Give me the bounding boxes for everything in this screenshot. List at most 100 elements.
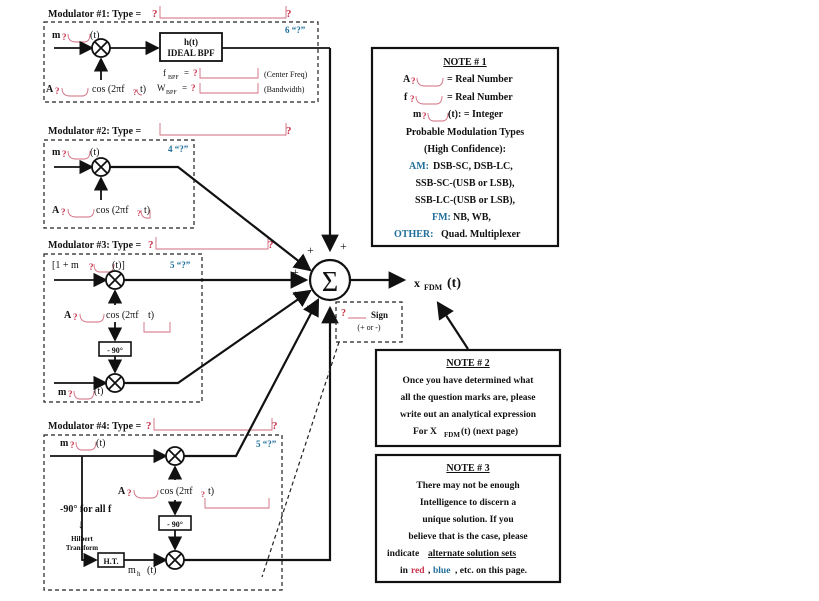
svg-text:?: ? [137, 209, 141, 218]
svg-text:FM:: FM: [432, 212, 451, 223]
multiplier-x-icon [108, 273, 122, 287]
svg-text:cos (2πf: cos (2πf [92, 84, 125, 95]
svg-text:- 90°: - 90° [107, 346, 123, 355]
note-3: NOTE # 3 There may not be enough Intelli… [374, 453, 562, 584]
svg-text:,: , [428, 566, 431, 576]
svg-text:t): t) [144, 205, 150, 216]
multiplier-x-icon [94, 41, 108, 55]
svg-text:BPF: BPF [168, 75, 179, 81]
fbpf-blank[interactable] [199, 68, 259, 79]
svg-text:?: ? [411, 76, 416, 86]
svg-text:?: ? [61, 207, 66, 217]
svg-text:?: ? [89, 262, 94, 272]
svg-text:H.T.: H.T. [104, 557, 119, 566]
modulator-4-count: 5 “?” [256, 439, 277, 449]
svg-text:=: = [182, 83, 187, 93]
svg-text:=: = [184, 68, 189, 78]
bpf-block [159, 32, 223, 62]
svg-text:(t): (t) [94, 386, 103, 397]
summer: Σ + + + + + x FDM (t) ? Sign (+ or -) [261, 239, 461, 578]
svg-text:?: ? [148, 239, 154, 251]
modulator-1-input-arg: (t) [90, 30, 99, 41]
modulator-3-count: 5 “?” [170, 260, 191, 270]
note-2-box [374, 348, 562, 448]
svg-text:indicate: indicate [387, 549, 419, 559]
svg-text:?: ? [133, 88, 137, 97]
svg-text:write out an analytical expres: write out an analytical expression [400, 410, 537, 420]
svg-text:m: m [52, 147, 61, 158]
svg-text:?: ? [341, 308, 346, 319]
svg-text:For X: For X [413, 427, 437, 437]
svg-text:A: A [52, 205, 60, 216]
sum-sign-4: + [292, 287, 299, 301]
svg-text:, etc. on this page.: , etc. on this page. [455, 566, 527, 576]
modulator-1-title: Modulator #1: Type = [48, 9, 142, 20]
svg-text:?: ? [201, 490, 205, 499]
note-3-box [374, 453, 562, 584]
svg-text:?: ? [68, 389, 73, 399]
bandwidth-label: (Bandwidth) [264, 85, 305, 94]
svg-text:(High Confidence):: (High Confidence): [424, 144, 506, 155]
modulator-1-amp-blank[interactable] [61, 87, 89, 97]
modulator-1-type-q-end: ? [286, 8, 292, 20]
modulator-1-type-q: ? [152, 8, 158, 20]
modulator-3-box [43, 253, 203, 403]
svg-text:FDM: FDM [444, 431, 460, 439]
wbpf-blank[interactable] [199, 83, 259, 94]
svg-text:?: ? [146, 420, 152, 432]
note-1-box [370, 46, 560, 248]
modulator-1-input-q: ? [62, 32, 67, 42]
svg-text:= Real Number: = Real Number [447, 92, 513, 103]
multiplier-x-icon [168, 449, 182, 463]
svg-text:t): t) [148, 310, 154, 321]
svg-text:A: A [64, 310, 72, 321]
svg-text:alternate solution sets: alternate solution sets [428, 549, 516, 559]
modulator-3-title: Modulator #3: Type = [48, 240, 142, 251]
svg-text:(t): (t) [96, 438, 105, 449]
modulator-3-type-blank[interactable] [155, 237, 269, 250]
modulator-2-count: 4 “?” [168, 144, 189, 154]
svg-text:m: m [58, 387, 67, 398]
svg-text:?: ? [191, 83, 196, 93]
svg-text:m: m [413, 109, 422, 120]
svg-text:blue: blue [433, 566, 450, 576]
svg-text:Probable Modulation Types: Probable Modulation Types [406, 127, 524, 138]
svg-text:SSB-SC-(USB or LSB),: SSB-SC-(USB or LSB), [415, 178, 515, 189]
modulator-1: Modulator #1: Type = ? ? m ? (t) h(t) ID… [43, 6, 330, 103]
modulator-2-input-blank[interactable] [67, 150, 91, 160]
svg-text:[1 + m: [1 + m [52, 260, 79, 271]
modulator-1-count: 6 “?” [285, 25, 306, 35]
svg-text:cos (2πf: cos (2πf [160, 486, 193, 497]
svg-text:f: f [163, 68, 166, 78]
modulator-4-type-blank[interactable] [153, 418, 273, 431]
svg-text:(t)]: (t)] [112, 260, 125, 271]
modulator-1-carrier-amp: A [46, 84, 54, 95]
modulator-1-input-blank[interactable] [67, 33, 91, 43]
svg-text:?: ? [73, 312, 78, 322]
svg-text:all the question marks are, pl: all the question marks are, please [401, 393, 536, 403]
center-freq-label: (Center Freq) [264, 70, 308, 79]
svg-text:A: A [118, 486, 126, 497]
multiplier-x-icon [108, 376, 122, 390]
svg-text:?: ? [70, 440, 75, 450]
modulator-2-type-blank[interactable] [159, 123, 287, 136]
sum-sign-5: + [304, 301, 311, 315]
svg-text:BPF: BPF [166, 90, 177, 96]
svg-text:cos (2πf: cos (2πf [96, 205, 129, 216]
svg-text:?: ? [422, 111, 427, 121]
sigma-icon: Σ [322, 267, 338, 298]
svg-text:NB, WB,: NB, WB, [453, 212, 491, 223]
output-label: x [414, 276, 420, 290]
svg-text:unique solution. If you: unique solution. If you [422, 515, 514, 525]
modulator-3: Modulator #3: Type = ? ? [1 + m ? (t)] 5… [43, 237, 274, 403]
modulator-2: Modulator #2: Type = ? m ? (t) 4 “?” A ?… [43, 123, 292, 229]
svg-text:DSB-SC, DSB-LC,: DSB-SC, DSB-LC, [433, 161, 513, 172]
svg-text:f: f [404, 92, 408, 103]
modulator-1-type-blank[interactable] [159, 6, 287, 19]
svg-text:?: ? [127, 488, 132, 498]
svg-text:red: red [411, 566, 425, 576]
svg-text:?: ? [62, 149, 67, 159]
svg-text:(t): (t) [90, 147, 99, 158]
modulator-2-amp-blank[interactable] [67, 208, 95, 218]
